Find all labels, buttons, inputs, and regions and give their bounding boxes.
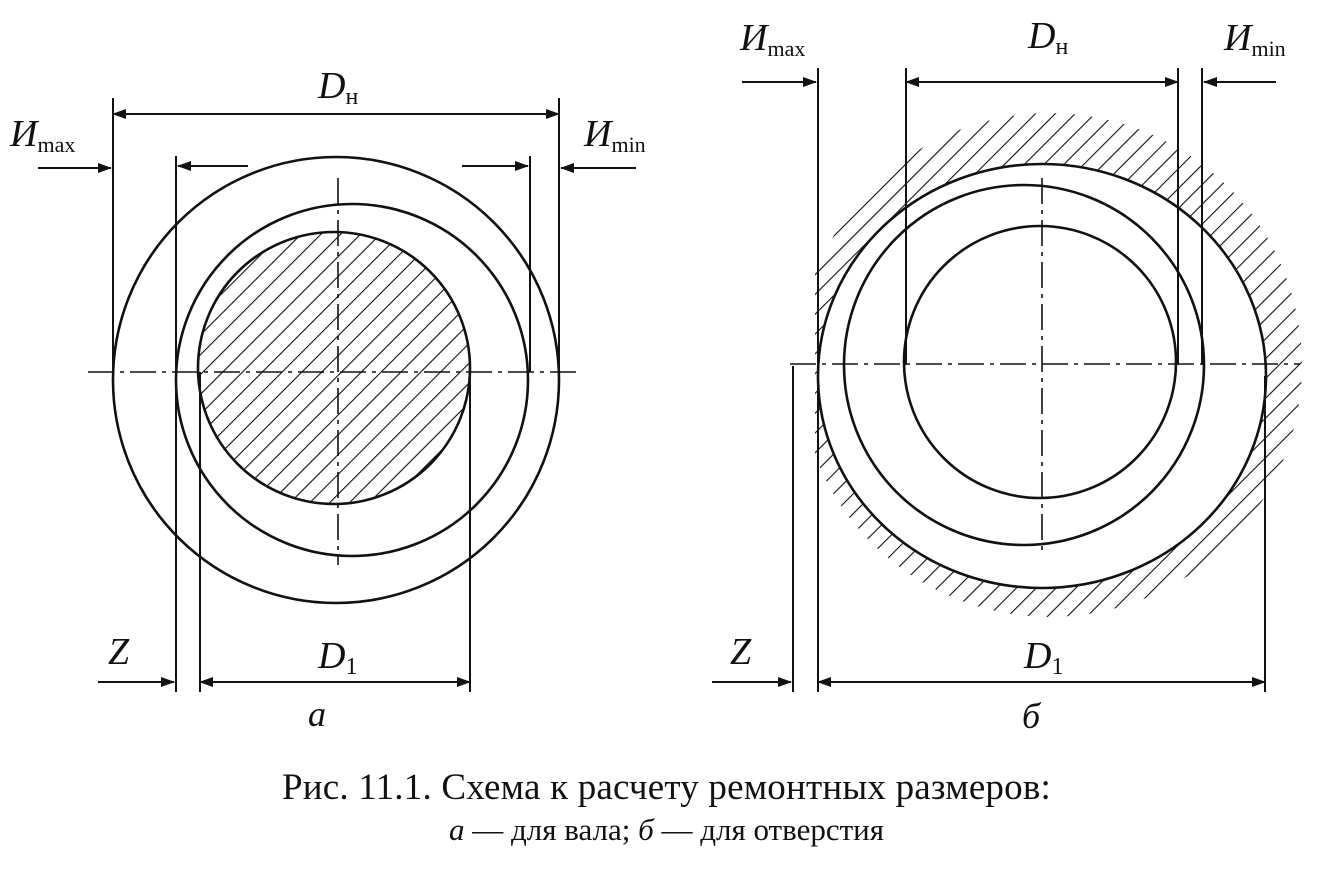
panel-b-hole [712,68,1302,692]
caption-key-b: б [638,812,654,847]
label-dn-a: Dн [317,65,358,110]
label-z-b: Z [730,631,752,673]
caption-key-a: а [449,812,465,847]
caption-text-b: — для отверстия [653,812,884,847]
nominal-circle-b [902,224,1178,500]
worn-circle-b [842,183,1206,547]
caption-text-a: — для вала; [464,812,639,847]
label-z-a: Z [108,631,130,673]
label-dn-b: Dн [1027,15,1068,60]
panel-label-b: б [1022,696,1042,736]
panel-label-a: а [308,694,326,734]
nominal-circle-a [111,155,561,605]
panel-a-shaft [38,98,636,692]
label-imin-b: Иmin [1223,17,1286,61]
label-d1-b: D1 [1023,635,1063,680]
label-imax-b: Иmax [739,17,805,61]
label-imax-a: Иmax [9,113,75,157]
body-hatch-b [815,113,1302,617]
figure-caption-legend: а — для вала; б — для отверстия [0,812,1333,848]
label-imin-a: Иmin [583,113,646,157]
repair-shaft-a [196,230,472,506]
label-d1-a: D1 [317,635,357,680]
figure-caption-title: Рис. 11.1. Схема к расчету ремонтных раз… [281,767,1051,808]
repair-size-diagram: Dн Иmax Иmin D1 Z а [9,15,1302,736]
